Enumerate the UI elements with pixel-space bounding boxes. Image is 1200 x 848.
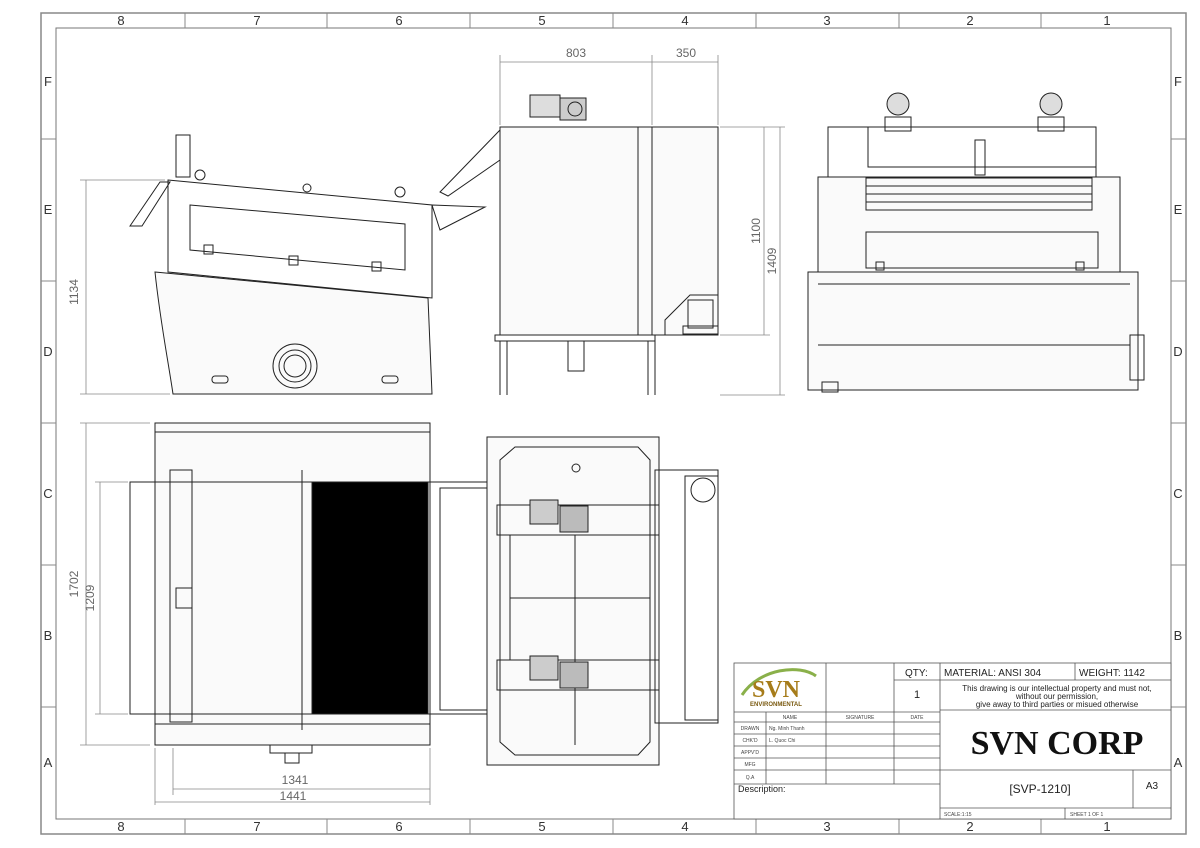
sheet-text: SHEET 1 OF 1 bbox=[1070, 812, 1103, 818]
zone-bottom-3: 3 bbox=[823, 819, 830, 834]
end-view bbox=[807, 92, 1145, 393]
col-date: DATE bbox=[911, 715, 925, 721]
notice-line-2: without our permission, bbox=[1015, 692, 1098, 701]
weight-text: WEIGHT: 1142 bbox=[1079, 668, 1145, 679]
zone-bottom-1: 1 bbox=[1103, 819, 1110, 834]
col-signature: SIGNATURE bbox=[846, 715, 875, 721]
notice-line-3: give away to third parties or misued oth… bbox=[976, 700, 1139, 709]
col-name: NAME bbox=[783, 715, 798, 721]
company-name: SVN CORP bbox=[971, 725, 1144, 762]
dim-label-1409: 1409 bbox=[765, 247, 779, 274]
zone-top-6: 6 bbox=[395, 13, 402, 28]
side-view bbox=[129, 134, 487, 395]
dim-label-1441: 1441 bbox=[280, 789, 307, 803]
plan-view-right bbox=[486, 436, 719, 766]
dim-side-height bbox=[80, 179, 170, 395]
dim-label-1134: 1134 bbox=[67, 279, 81, 305]
zone-bottom-6: 6 bbox=[395, 819, 402, 834]
zone-bottom-2: 2 bbox=[966, 819, 973, 834]
zone-left-A: A bbox=[44, 755, 53, 770]
zone-left-D: D bbox=[43, 344, 52, 359]
zone-top-4: 4 bbox=[681, 13, 688, 28]
zone-bottom-7: 7 bbox=[253, 819, 260, 834]
dim-label-1100: 1100 bbox=[749, 218, 763, 244]
zone-right-E: E bbox=[1174, 202, 1183, 217]
notice-line-1: This drawing is our intellectual propert… bbox=[962, 684, 1151, 693]
zone-right-B: B bbox=[1174, 628, 1183, 643]
zone-right-A: A bbox=[1174, 755, 1183, 770]
zone-top-7: 7 bbox=[253, 13, 260, 28]
zone-top-2: 2 bbox=[966, 13, 973, 28]
front-view bbox=[439, 94, 719, 395]
zone-left-E: E bbox=[44, 202, 53, 217]
zone-top-1: 1 bbox=[1103, 13, 1110, 28]
zone-right-F: F bbox=[1174, 74, 1182, 89]
logo-text: SVN bbox=[752, 677, 801, 703]
zone-bottom-8: 8 bbox=[117, 819, 124, 834]
zone-right-C: C bbox=[1173, 486, 1182, 501]
svn-logo: SVN ENVIRONMENTAL bbox=[740, 668, 817, 708]
scale-text: SCALE:1:15 bbox=[944, 812, 972, 818]
qty-value: 1 bbox=[914, 689, 920, 701]
zone-bottom-4: 4 bbox=[681, 819, 688, 834]
dim-label-350: 350 bbox=[676, 46, 696, 60]
dim-front bbox=[499, 55, 785, 396]
sheet-size: A3 bbox=[1146, 781, 1159, 792]
qty-label: QTY: bbox=[905, 668, 928, 679]
row-checked-role: CHK'D bbox=[742, 738, 758, 744]
row-drawn-name: Ng. Minh Thanh bbox=[769, 726, 805, 732]
row-mfg-role: MFG bbox=[744, 762, 755, 768]
part-number: [SVP-1210] bbox=[1009, 782, 1070, 796]
zone-right-D: D bbox=[1173, 344, 1182, 359]
material-text: MATERIAL: ANSI 304 bbox=[944, 668, 1042, 679]
zone-top-8: 8 bbox=[117, 13, 124, 28]
plan-view-left bbox=[129, 422, 497, 764]
zone-left-C: C bbox=[43, 486, 52, 501]
zone-left-B: B bbox=[44, 628, 53, 643]
title-block bbox=[733, 662, 1172, 820]
row-qa-role: Q.A bbox=[746, 775, 755, 781]
zone-top-5: 5 bbox=[538, 13, 545, 28]
zone-top-3: 3 bbox=[823, 13, 830, 28]
zone-ticks bbox=[41, 13, 1186, 834]
dim-plan bbox=[80, 422, 431, 805]
zone-left-F: F bbox=[44, 74, 52, 89]
zone-bottom-5: 5 bbox=[538, 819, 545, 834]
dim-label-803: 803 bbox=[566, 46, 586, 60]
description-label: Description: bbox=[738, 784, 786, 794]
row-approved-role: APPV'D bbox=[741, 750, 759, 756]
dim-label-1702: 1702 bbox=[67, 570, 81, 597]
logo-subtext: ENVIRONMENTAL bbox=[750, 702, 802, 708]
row-checked-name: L. Quoc Chi bbox=[769, 738, 795, 744]
dim-label-1209: 1209 bbox=[83, 584, 97, 611]
row-drawn-role: DRAWN bbox=[741, 726, 760, 732]
dim-label-1341: 1341 bbox=[282, 773, 309, 787]
